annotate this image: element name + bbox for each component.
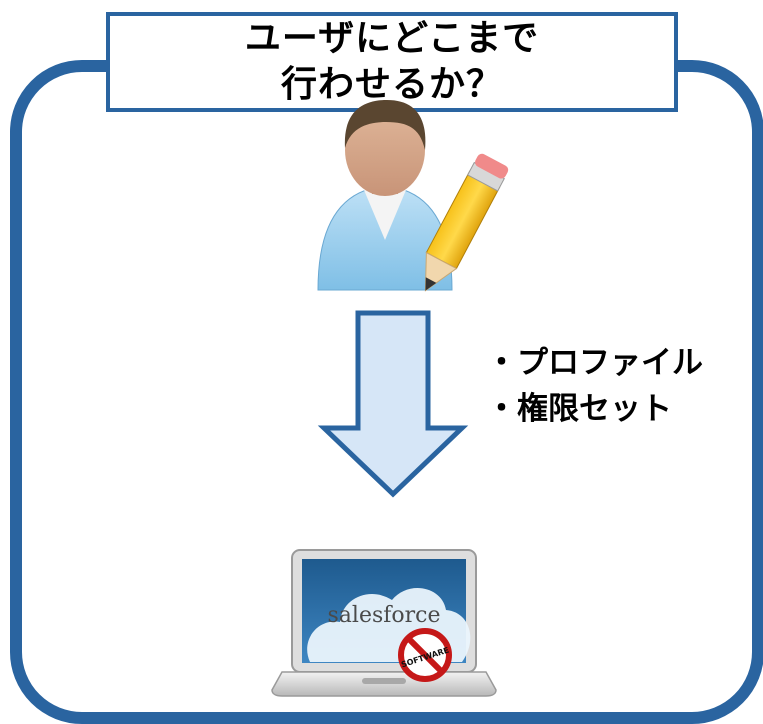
user-with-pencil-icon — [317, 100, 509, 292]
title-box: ユーザにどこまで 行わせるか？ — [106, 12, 678, 112]
down-arrow-icon — [317, 310, 469, 498]
bullet-list: ・プロファイル ・権限セット — [486, 340, 703, 432]
bullet-profile: ・プロファイル — [486, 345, 703, 381]
title-line-2: 行わせるか？ — [280, 64, 503, 105]
title-line-1: ユーザにどこまで — [244, 18, 540, 59]
salesforce-logo-text: salesforce — [328, 603, 441, 628]
bullet-permission-set: ・権限セット — [486, 391, 672, 427]
no-software-icon: SOFTWARE — [398, 628, 452, 682]
